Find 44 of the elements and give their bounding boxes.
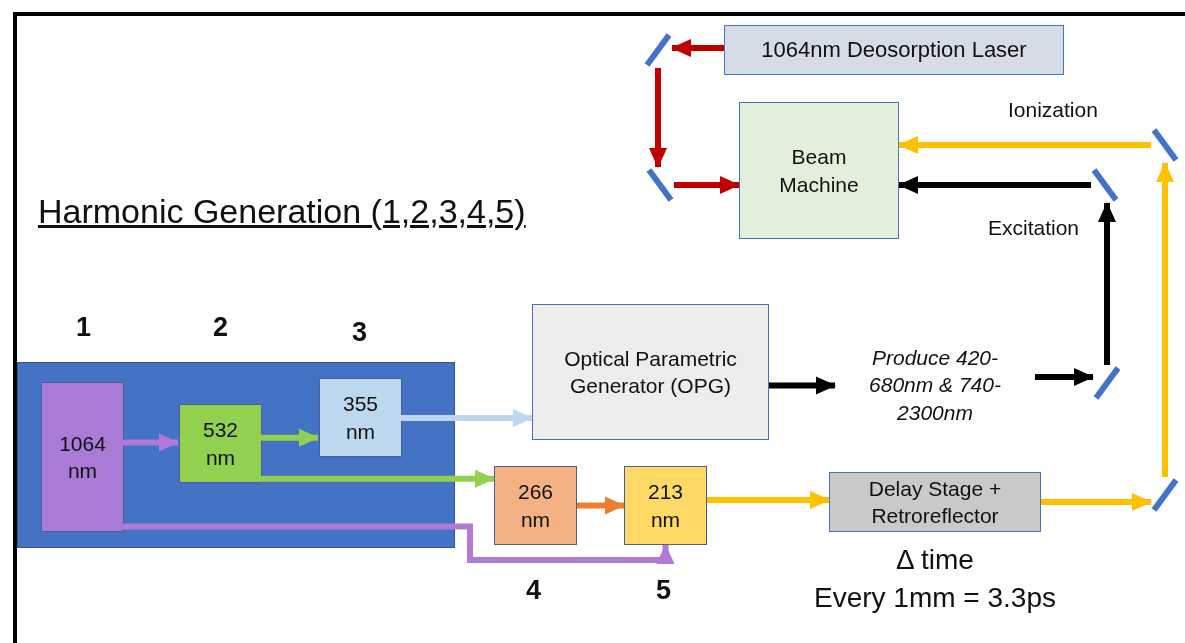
beam-arrow xyxy=(1098,202,1116,365)
note-text: Every 1mm = 3.3ps xyxy=(814,582,1056,614)
beam-arrow xyxy=(261,469,495,488)
wavelength-box: 1064 nm xyxy=(41,382,124,532)
wavelength-box: 355 nm xyxy=(319,378,402,457)
stage-number: 4 xyxy=(526,575,542,606)
process-box: Optical Parametric Generator (OPG) xyxy=(532,304,769,440)
stage-number: 5 xyxy=(656,575,672,606)
mirror xyxy=(644,32,672,68)
stage-number: 3 xyxy=(352,317,368,348)
beam-arrow xyxy=(674,176,740,194)
mirror xyxy=(1151,477,1179,513)
beam-label: Ionization xyxy=(1008,98,1098,122)
beam-arrow xyxy=(1156,162,1174,477)
beam-arrow xyxy=(671,39,724,57)
stage-number: 2 xyxy=(213,312,229,343)
laser-box: 1064nm Deosorption Laser xyxy=(724,25,1064,75)
mirror xyxy=(1091,167,1119,203)
beam-label: Excitation xyxy=(988,216,1080,240)
delay-stage-box: Delay Stage + Retroreflector xyxy=(829,472,1041,532)
heading: Harmonic Generation (1,2,3,4,5) xyxy=(38,192,526,231)
beam-arrow xyxy=(649,68,667,168)
beam-arrow xyxy=(1041,493,1152,511)
beam-arrow xyxy=(261,428,319,447)
mirror xyxy=(1093,365,1121,401)
beam-arrow xyxy=(577,496,625,515)
beam-arrow xyxy=(898,176,1091,194)
mirror xyxy=(646,167,674,203)
beam-arrow xyxy=(1035,367,1094,386)
mirror xyxy=(1151,127,1179,163)
note-text: Δ time xyxy=(896,544,974,576)
beam-arrow xyxy=(707,490,830,509)
beam-machine-box: Beam Machine xyxy=(739,102,899,239)
beam-arrow xyxy=(769,376,836,395)
laser-housing xyxy=(17,362,455,548)
stage-number: 1 xyxy=(76,312,92,343)
beam-arrow xyxy=(123,433,179,452)
wavelength-box: 266 nm xyxy=(494,466,577,545)
beam-arrow xyxy=(898,136,1151,154)
wavelength-box: 213 nm xyxy=(624,466,707,545)
beam-arrow xyxy=(401,409,533,428)
wavelength-box: 532 nm xyxy=(179,404,262,483)
output-text: Produce 420-680nm & 740-2300nm xyxy=(835,340,1035,430)
beam-arrow xyxy=(123,523,675,564)
